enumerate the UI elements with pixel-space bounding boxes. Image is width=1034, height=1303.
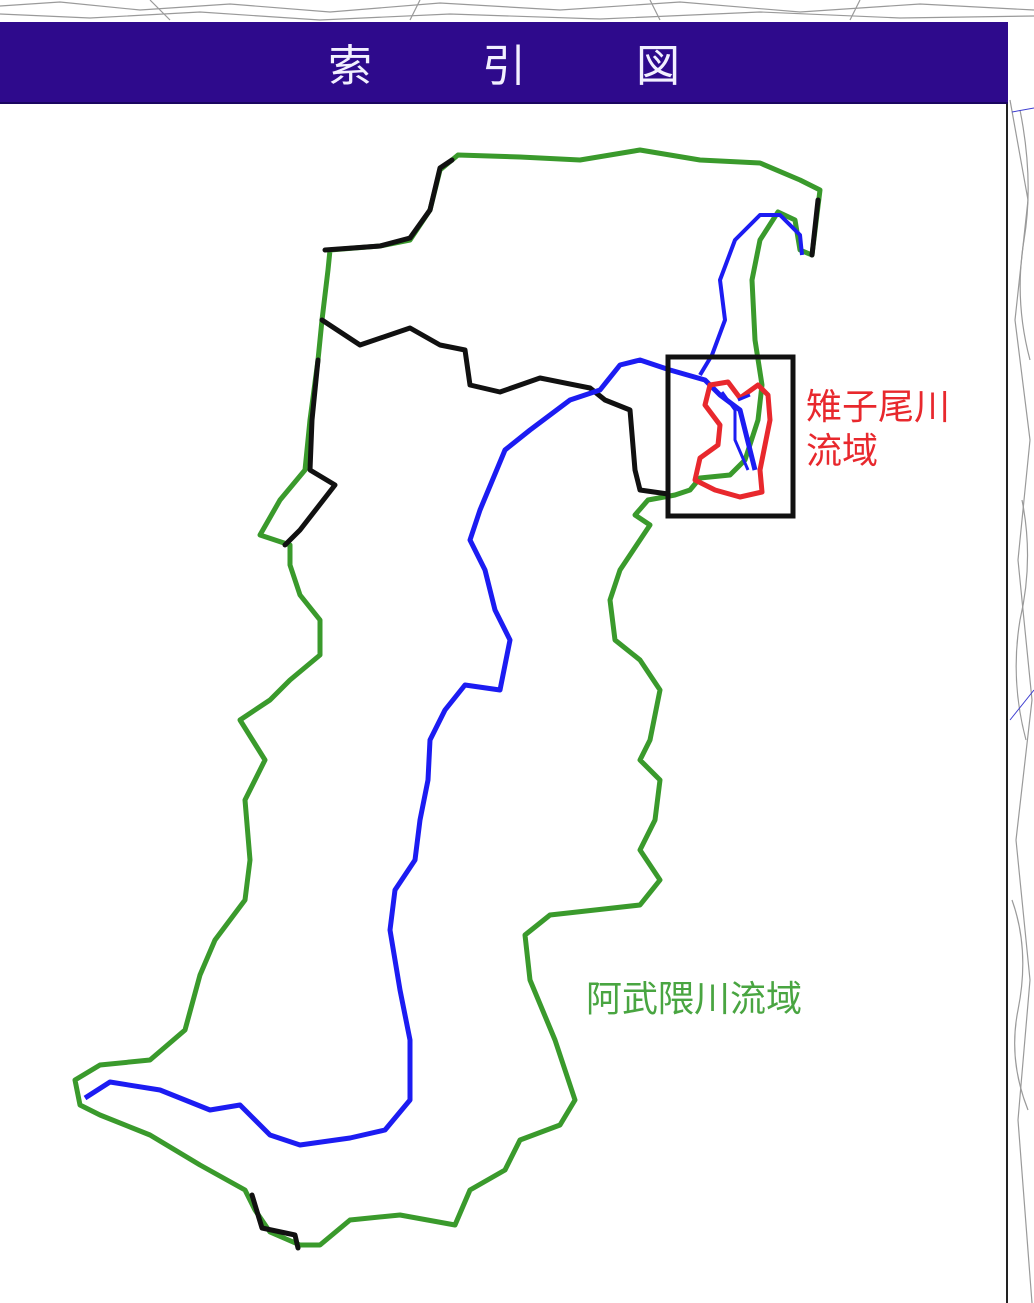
title-bar: 索 引 図 xyxy=(0,22,1008,104)
hinakoo-river xyxy=(720,391,751,471)
abukuma-river-upper xyxy=(710,213,804,356)
boundary-line xyxy=(809,197,821,258)
inset-frame xyxy=(665,354,796,519)
boundary-line xyxy=(319,317,671,497)
index-map-panel xyxy=(0,104,1008,1303)
abukuma-basin-outline xyxy=(72,147,823,1248)
hinakoo-basin-label: 雉子尾川 流域 xyxy=(806,386,950,474)
boundary-line xyxy=(249,1192,301,1251)
abukuma-river xyxy=(83,357,758,1148)
hinakoo-basin-outline xyxy=(692,379,773,500)
page-title: 索 引 図 xyxy=(328,41,728,92)
hinakoo-label-line2: 流域 xyxy=(806,430,879,472)
boundary-line xyxy=(322,157,455,253)
abukuma-basin-label: 阿武隈川流域 xyxy=(586,979,803,1020)
boundary-line xyxy=(282,357,338,548)
hinakoo-label-line1: 雉子尾川 xyxy=(806,387,951,428)
